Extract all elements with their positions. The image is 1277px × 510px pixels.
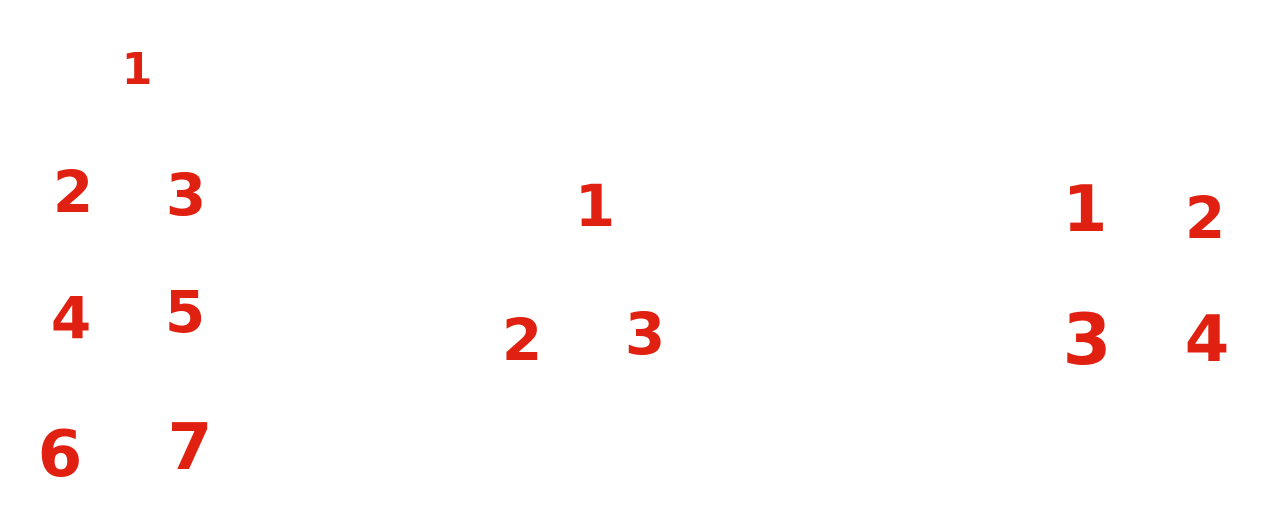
digit-5: 5 (164, 278, 206, 346)
digit-4: 4 (50, 284, 92, 352)
digit-2: 2 (1184, 184, 1226, 252)
digit-7: 7 (167, 411, 213, 485)
digit-2: 2 (52, 158, 94, 226)
digit-3: 3 (624, 300, 666, 368)
digit-2: 2 (501, 306, 543, 374)
digit-3: 3 (1062, 299, 1112, 381)
digit-4: 4 (1184, 303, 1230, 377)
digit-3: 3 (165, 161, 207, 229)
digit-1: 1 (574, 172, 616, 240)
digit-1: 1 (121, 44, 153, 95)
digit-6: 6 (37, 418, 83, 492)
digit-1: 1 (1062, 173, 1108, 247)
